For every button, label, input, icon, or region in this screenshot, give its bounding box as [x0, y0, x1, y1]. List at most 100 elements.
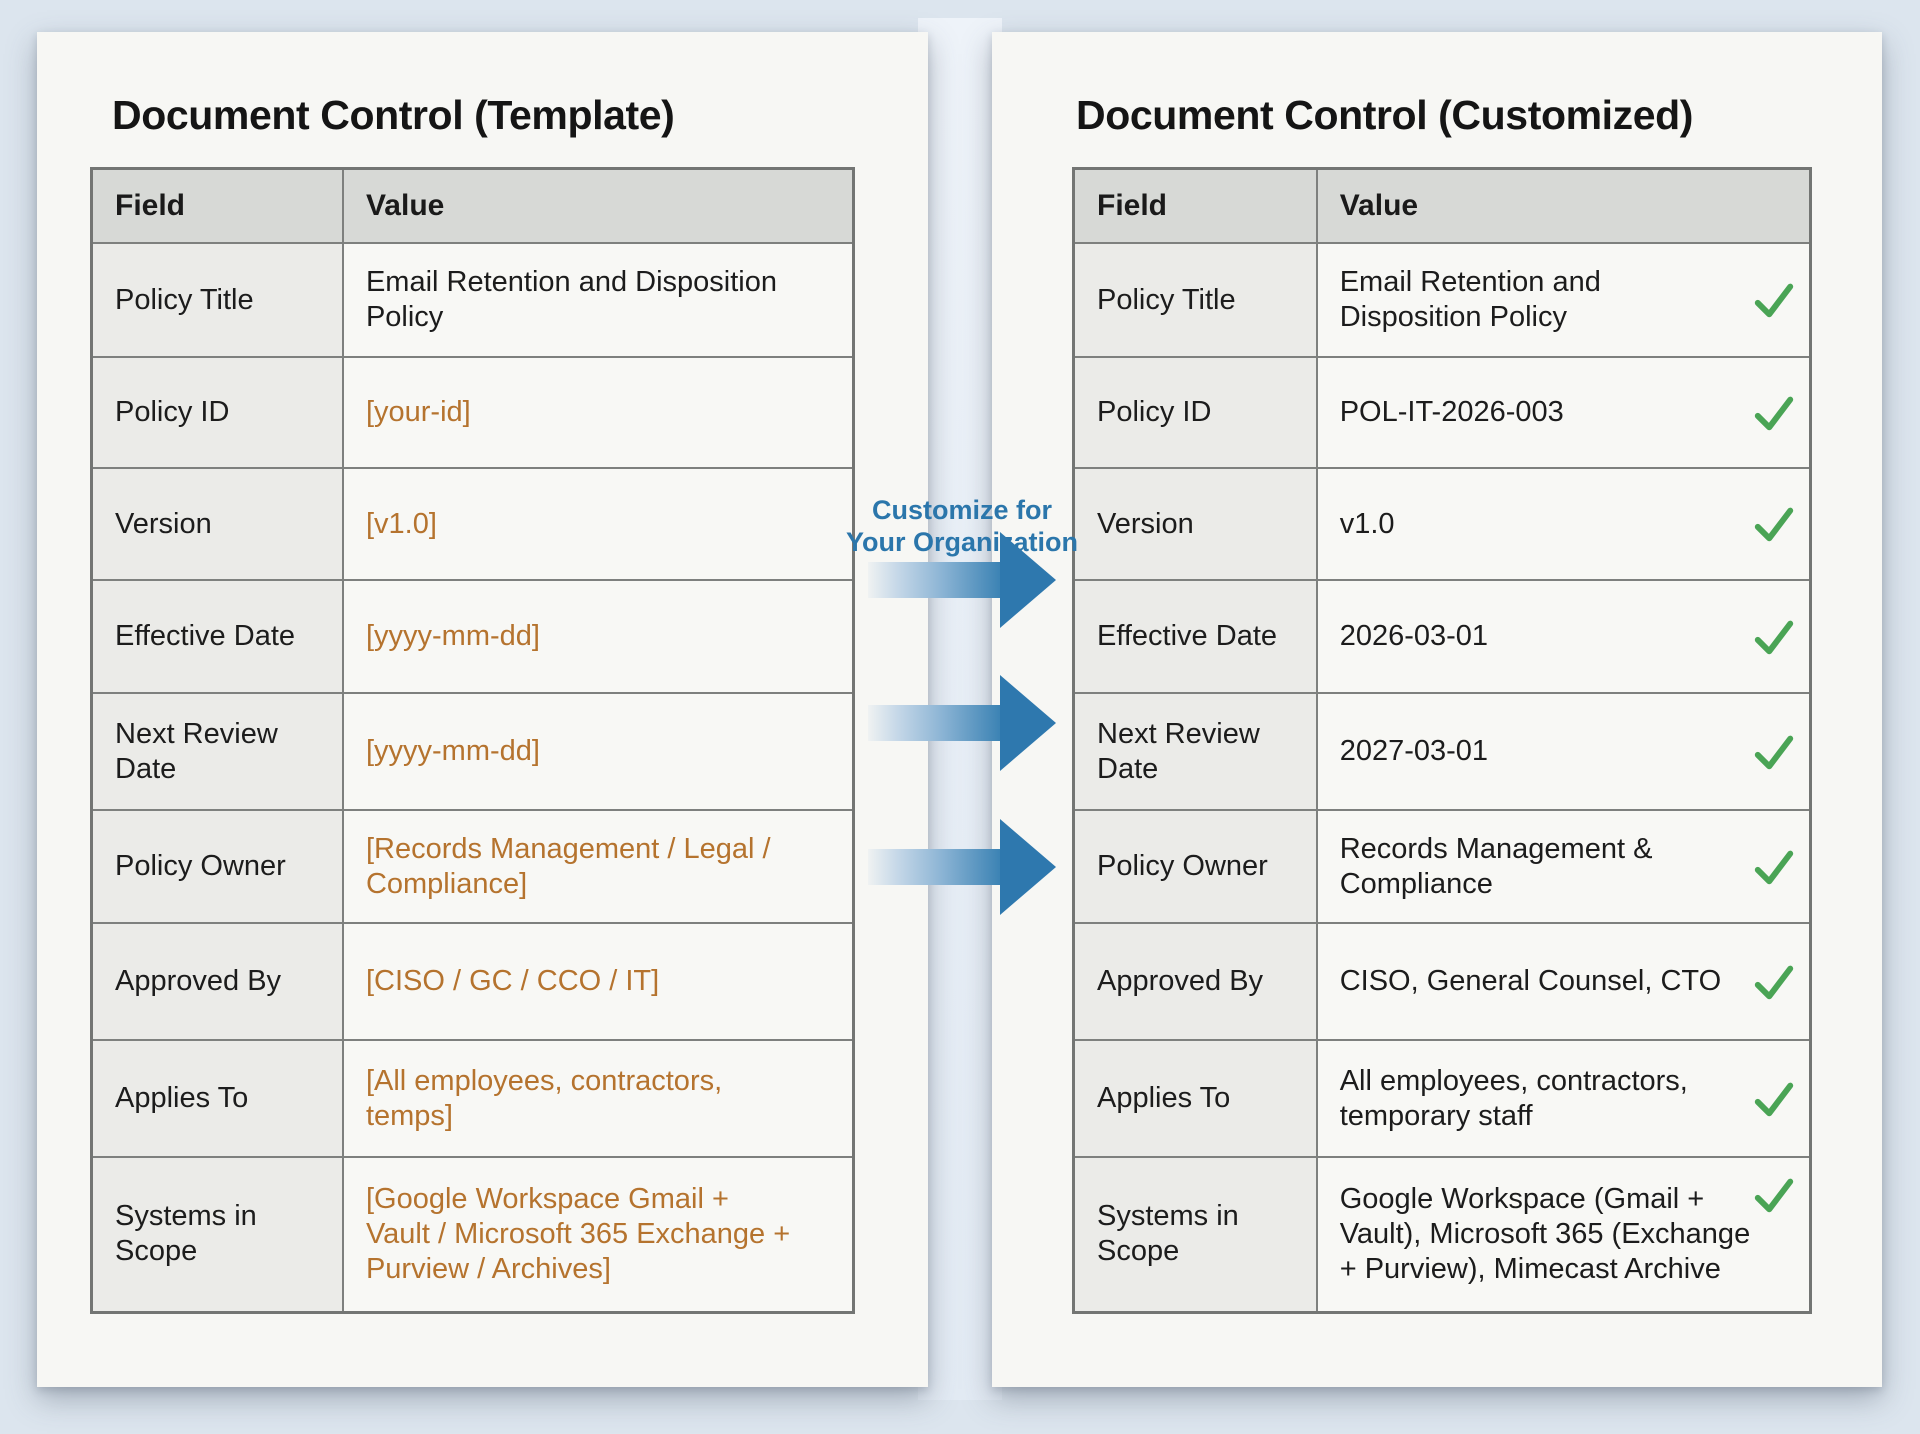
value-text: 2027-03-01	[1339, 735, 1489, 768]
value-cell: [yyyy-mm-dd]	[341, 692, 855, 811]
value-cell: v1.0	[1315, 467, 1812, 581]
value-column-header: Value	[341, 167, 855, 244]
field-cell: Policy ID	[1072, 356, 1318, 469]
table-row: Systems in Scope [Google Workspace Gmail…	[90, 1156, 855, 1313]
connector-label: Customize for Your Organization	[845, 495, 1078, 558]
table-row: Approved By [CISO / GC / CCO / IT]	[90, 922, 855, 1041]
value-text: v1.0	[1339, 507, 1395, 540]
check-icon	[1751, 961, 1797, 1003]
field-cell: Policy ID	[90, 356, 344, 469]
field-cell: Policy Owner	[90, 809, 344, 924]
table-row: Approved By CISO, General Counsel, CTO	[1072, 922, 1812, 1041]
value-cell: 2027-03-01	[1315, 692, 1812, 811]
value-text: [v1.0]	[365, 507, 437, 540]
field-cell: Applies To	[1072, 1039, 1318, 1158]
value-cell: 2026-03-01	[1315, 579, 1812, 694]
value-cell: [CISO / GC / CCO / IT]	[341, 922, 855, 1041]
arrow-head	[1000, 819, 1056, 915]
table-row: Policy Owner [Records Management / Legal…	[90, 809, 855, 924]
check-icon	[1751, 503, 1797, 545]
arrow-tail	[868, 849, 1000, 885]
value-cell: CISO, General Counsel, CTO	[1315, 922, 1812, 1041]
table-row: Next Review Date [yyyy-mm-dd]	[90, 692, 855, 811]
value-cell: [your-id]	[341, 356, 855, 469]
check-icon	[1751, 616, 1797, 658]
table-row: Effective Date 2026-03-01	[1072, 579, 1812, 694]
arrow-head	[1000, 532, 1056, 628]
table-row: Policy Title Email Retention and Disposi…	[90, 242, 855, 358]
table-row: Applies To All employees, contractors, t…	[1072, 1039, 1812, 1158]
field-cell: Next Review Date	[1072, 692, 1318, 811]
value-text: [CISO / GC / CCO / IT]	[365, 965, 660, 998]
value-text: 2026-03-01	[1339, 620, 1489, 653]
field-cell: Approved By	[1072, 922, 1318, 1041]
table-row: Policy Owner Records Management & Compli…	[1072, 809, 1812, 924]
value-cell: POL-IT-2026-003	[1315, 356, 1812, 469]
value-text: Google Workspace (Gmail + Vault), Micros…	[1339, 1183, 1751, 1285]
value-cell: All employees, contractors, temporary st…	[1315, 1039, 1812, 1158]
value-cell: Email Retention and Disposition Policy	[341, 242, 855, 358]
value-cell: [v1.0]	[341, 467, 855, 581]
table-header-row: Field Value	[90, 167, 855, 244]
right-arrow-icon	[868, 675, 1056, 771]
template-table: Field Value Policy Title Email Retention…	[90, 167, 855, 1314]
table-row: Version [v1.0]	[90, 467, 855, 581]
check-icon	[1751, 731, 1797, 773]
field-cell: Version	[1072, 467, 1318, 581]
check-icon	[1751, 1078, 1797, 1120]
check-icon	[1751, 846, 1797, 888]
check-icon	[1751, 392, 1797, 434]
field-cell: Policy Owner	[1072, 809, 1318, 924]
table-header-row: Field Value	[1072, 167, 1812, 244]
right-arrow-icon	[868, 819, 1056, 915]
value-text: Email Retention and Disposition Policy	[1339, 266, 1601, 333]
value-cell: [Google Workspace Gmail + Vault / Micros…	[341, 1156, 855, 1313]
value-text: [Google Workspace Gmail + Vault / Micros…	[365, 1183, 791, 1285]
field-cell: Systems in Scope	[90, 1156, 344, 1313]
template-title: Document Control (Template)	[112, 92, 675, 138]
field-cell: Policy Title	[1072, 242, 1318, 358]
arrow-tail	[868, 562, 1000, 598]
arrow-tail	[868, 705, 1000, 741]
value-cell: Records Management & Compliance	[1315, 809, 1812, 924]
value-text: All employees, contractors, temporary st…	[1339, 1064, 1688, 1132]
check-icon	[1751, 1174, 1797, 1216]
table-row: Applies To [All employees, contractors, …	[90, 1039, 855, 1158]
field-cell: Next Review Date	[90, 692, 344, 811]
template-document-card: Document Control (Template) Field Value …	[37, 32, 928, 1387]
field-column-header: Field	[90, 167, 344, 244]
customized-document-card: Document Control (Customized) Field Valu…	[992, 32, 1882, 1387]
value-cell: [Records Management / Legal / Compliance…	[341, 809, 855, 924]
value-cell: Google Workspace (Gmail + Vault), Micros…	[1315, 1156, 1812, 1313]
value-text: POL-IT-2026-003	[1339, 396, 1564, 429]
value-text: [All employees, contractors, temps]	[365, 1064, 723, 1132]
right-arrow-icon	[868, 532, 1056, 628]
field-cell: Version	[90, 467, 344, 581]
value-text: [your-id]	[365, 396, 471, 429]
value-text: [Records Management / Legal / Compliance…	[365, 832, 771, 900]
field-column-header: Field	[1072, 167, 1318, 244]
table-row: Systems in Scope Google Workspace (Gmail…	[1072, 1156, 1812, 1313]
field-cell: Systems in Scope	[1072, 1156, 1318, 1313]
value-cell: [All employees, contractors, temps]	[341, 1039, 855, 1158]
field-cell: Applies To	[90, 1039, 344, 1158]
arrow-head	[1000, 675, 1056, 771]
customized-table: Field Value Policy Title Email Retention…	[1072, 167, 1812, 1314]
table-row: Version v1.0	[1072, 467, 1812, 581]
table-row: Effective Date [yyyy-mm-dd]	[90, 579, 855, 694]
table-row: Policy Title Email Retention and Disposi…	[1072, 242, 1812, 358]
table-row: Next Review Date 2027-03-01	[1072, 692, 1812, 811]
value-text: Records Management & Compliance	[1339, 832, 1653, 900]
table-row: Policy ID [your-id]	[90, 356, 855, 469]
customized-title: Document Control (Customized)	[1076, 92, 1694, 138]
table-row: Policy ID POL-IT-2026-003	[1072, 356, 1812, 469]
field-cell: Policy Title	[90, 242, 344, 358]
value-text: Email Retention and Disposition Policy	[365, 266, 778, 333]
value-text: [yyyy-mm-dd]	[365, 735, 540, 768]
value-cell: [yyyy-mm-dd]	[341, 579, 855, 694]
value-column-header: Value	[1315, 167, 1812, 244]
field-cell: Approved By	[90, 922, 344, 1041]
field-cell: Effective Date	[90, 579, 344, 694]
value-text: CISO, General Counsel, CTO	[1339, 965, 1722, 998]
check-icon	[1751, 279, 1797, 321]
